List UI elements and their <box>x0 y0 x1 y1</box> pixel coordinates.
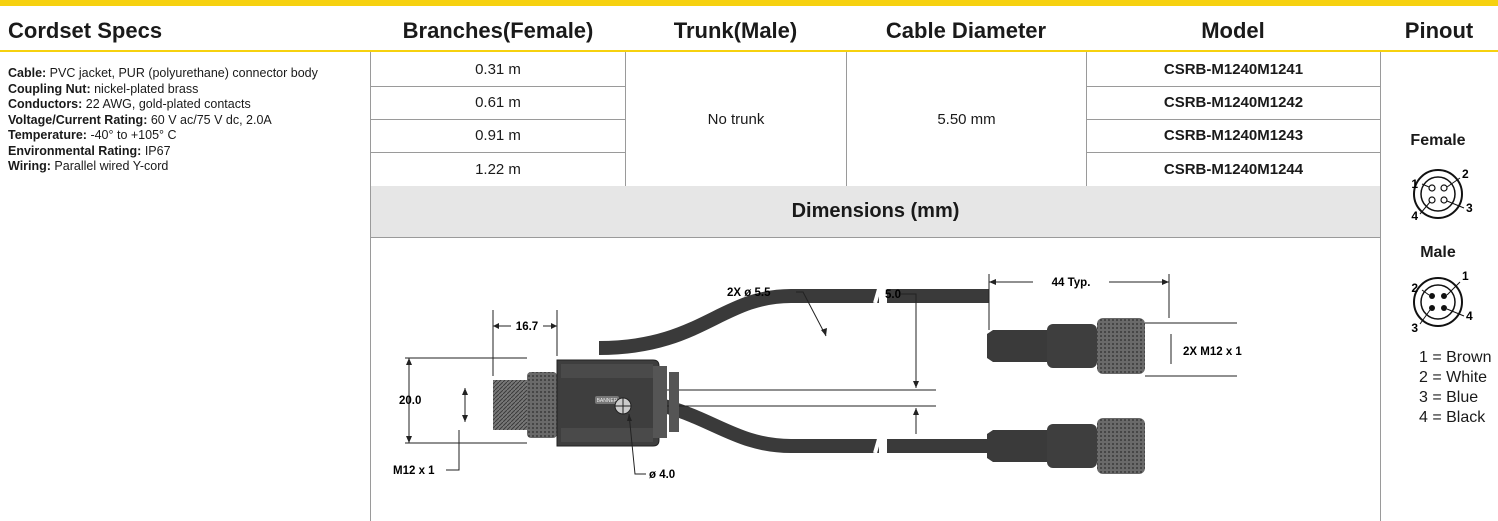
svg-text:2: 2 <box>1411 281 1418 295</box>
trunk-value: No trunk <box>707 110 765 128</box>
svg-text:1: 1 <box>1411 177 1418 191</box>
grid-branch-divider <box>625 52 626 186</box>
female-pinout-diagram: 1 2 3 4 <box>1411 167 1473 223</box>
spec-environmental-rating: Environmental Rating: IP67 <box>8 143 171 158</box>
male-thread <box>493 380 531 430</box>
dim-5-0: 5.0 <box>885 289 901 301</box>
grid-row-line-2a <box>371 119 625 120</box>
cable-diameter-value: 5.50 mm <box>937 110 996 128</box>
connector-thread-label: 2X M12 x 1 <box>1183 346 1242 358</box>
svg-text:3: 3 <box>1411 321 1418 335</box>
model-2: CSRB-M1240M1242 <box>1163 94 1304 111</box>
grid-right-border <box>1380 52 1381 521</box>
model-3: CSRB-M1240M1243 <box>1163 127 1304 144</box>
grid-row-line-3b <box>1086 152 1380 153</box>
female-connector-upper <box>987 318 1145 374</box>
svg-text:4: 4 <box>1466 309 1473 323</box>
banner-logo: BANNER <box>597 398 618 404</box>
grid-row-line-1b <box>1086 86 1380 87</box>
svg-text:2: 2 <box>1462 167 1469 181</box>
branch-length-3: 0.91 m <box>475 127 521 144</box>
model-1: CSRB-M1240M1241 <box>1163 60 1304 78</box>
wire-color-4: 4 = Black <box>1419 409 1486 426</box>
header-cable-diameter: Cable Diameter <box>885 18 1047 43</box>
hole-diameter-label: ø 4.0 <box>649 469 675 481</box>
cable-diameter-label: 2X ø 5.5 <box>727 287 771 299</box>
top-accent-bar <box>0 0 1498 6</box>
header-rule <box>0 50 1498 52</box>
spec-cable: Cable: PVC jacket, PUR (polyurethane) co… <box>8 66 318 80</box>
female-connector-lower <box>987 418 1145 474</box>
pinout-female-title: Female <box>1410 132 1466 149</box>
grid-row-line-2b <box>1086 119 1380 120</box>
wire-color-2: 2 = White <box>1419 369 1488 386</box>
specs-list: Cable: PVC jacket, PUR (polyurethane) co… <box>8 66 368 175</box>
spec-wiring: Wiring: Parallel wired Y-cord <box>8 159 169 173</box>
header-branches: Branches(Female) <box>402 18 594 43</box>
grid-row-line-3a <box>371 152 625 153</box>
dim-20-0: 20.0 <box>399 395 421 407</box>
grid-left-border <box>370 52 371 521</box>
male-pinout-diagram: 1 2 3 4 <box>1411 269 1473 335</box>
pinout-male-title: Male <box>1420 244 1456 261</box>
grid-dimbar-bottom <box>371 237 1380 238</box>
header-trunk: Trunk(Male) <box>673 18 798 43</box>
spec-voltage-current: Voltage/Current Rating: 60 V ac/75 V dc,… <box>8 112 272 127</box>
wire-color-3: 3 = Blue <box>1419 389 1479 406</box>
grid-row-line-1a <box>371 86 625 87</box>
male-coupling-nut <box>527 372 557 438</box>
branch-length-4: 1.22 m <box>475 160 521 178</box>
header-pinout: Pinout <box>1404 18 1474 43</box>
m12-label: M12 x 1 <box>393 465 435 477</box>
grid-trunk-divider <box>846 52 847 186</box>
spec-coupling-nut: Coupling Nut: nickel-plated brass <box>8 81 199 96</box>
cable-upper <box>598 289 879 355</box>
dim-16-7: 16.7 <box>516 321 538 333</box>
dim-44-typ: 44 Typ. <box>1052 277 1091 289</box>
wire-color-1: 1 = Brown <box>1419 349 1492 366</box>
branch-length-2: 0.61 m <box>475 94 521 111</box>
svg-text:1: 1 <box>1462 269 1469 283</box>
branch-length-1: 0.31 m <box>475 60 521 78</box>
dimension-drawing: BANNER 16.7 20.0 M12 x 1 ø 4.0 2X ø 5.5 … <box>393 274 1242 481</box>
wire-color-list: 1 = Brown 2 = White 3 = Blue 4 = Black <box>1419 348 1491 428</box>
svg-text:3: 3 <box>1466 201 1473 215</box>
header-model: Model <box>1201 18 1265 43</box>
header-cordset-specs: Cordset Specs <box>8 18 163 43</box>
dimensions-title: Dimensions (mm) <box>371 186 1380 237</box>
spec-conductors: Conductors: 22 AWG, gold-plated contacts <box>8 97 251 111</box>
model-4: CSRB-M1240M1244 <box>1163 160 1304 178</box>
spec-temperature: Temperature: -40° to +105° C <box>8 128 177 142</box>
svg-text:4: 4 <box>1411 209 1418 223</box>
